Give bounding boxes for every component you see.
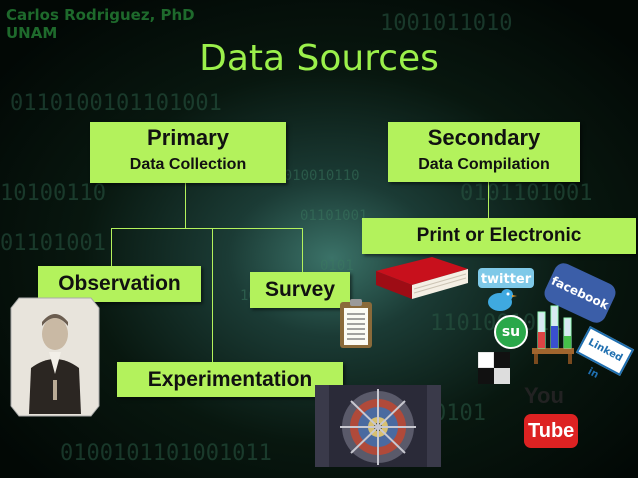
secondary-title: Secondary xyxy=(427,125,541,150)
particle-detector-image xyxy=(315,385,441,467)
connector-survey xyxy=(302,228,303,272)
primary-subtitle: Data Collection xyxy=(129,156,247,173)
connector-secondary-down xyxy=(488,182,489,218)
svg-text:0100101101001011: 0100101101001011 xyxy=(60,441,272,466)
connector-observation xyxy=(111,228,112,266)
portrait-image xyxy=(10,297,100,417)
secondary-subtitle: Data Compilation xyxy=(418,156,550,173)
author-name: Carlos Rodriguez, PhD xyxy=(6,6,195,24)
secondary-box: Secondary Data Compilation xyxy=(388,122,580,182)
youtube-logo-you: You xyxy=(524,383,564,408)
connector-primary-down xyxy=(185,183,186,229)
twitter-logo-text: twitter xyxy=(480,272,532,287)
svg-text:10100110: 10100110 xyxy=(0,181,106,206)
book-icon xyxy=(376,257,468,299)
twitter-logo: twitter xyxy=(478,268,534,288)
primary-title: Primary xyxy=(147,125,229,150)
svg-text:0110100101101001: 0110100101101001 xyxy=(10,91,222,116)
clipboard-icon xyxy=(340,299,372,348)
print-or-electronic-box: Print or Electronic xyxy=(362,218,636,254)
svg-text:1001011010: 1001011010 xyxy=(380,11,512,36)
primary-box: Primary Data Collection xyxy=(90,122,286,183)
author-affiliation: UNAM xyxy=(6,24,58,42)
lab-glassware-icon xyxy=(532,305,574,364)
svg-text:0101: 0101 xyxy=(320,258,354,274)
stumbleupon-logo-text: su xyxy=(501,324,521,340)
svg-text:01101001: 01101001 xyxy=(300,208,367,224)
connector-experimentation xyxy=(212,228,213,362)
youtube-logo: YouTube xyxy=(524,378,602,448)
connector-horizontal-bar xyxy=(111,228,303,229)
svg-text:0101101001: 0101101001 xyxy=(460,181,592,206)
observation-box: Observation xyxy=(38,266,201,302)
slide-title: Data Sources xyxy=(199,38,439,79)
stumbleupon-logo: su xyxy=(494,315,528,349)
author-credit: Carlos Rodriguez, PhD UNAM xyxy=(6,6,195,42)
youtube-logo-tube: Tube xyxy=(524,414,579,448)
experimentation-box: Experimentation xyxy=(117,362,343,397)
survey-box: Survey xyxy=(250,272,350,308)
twitter-bird-icon xyxy=(488,289,517,311)
svg-text:01101001: 01101001 xyxy=(0,231,106,256)
delicious-icon xyxy=(478,352,510,384)
